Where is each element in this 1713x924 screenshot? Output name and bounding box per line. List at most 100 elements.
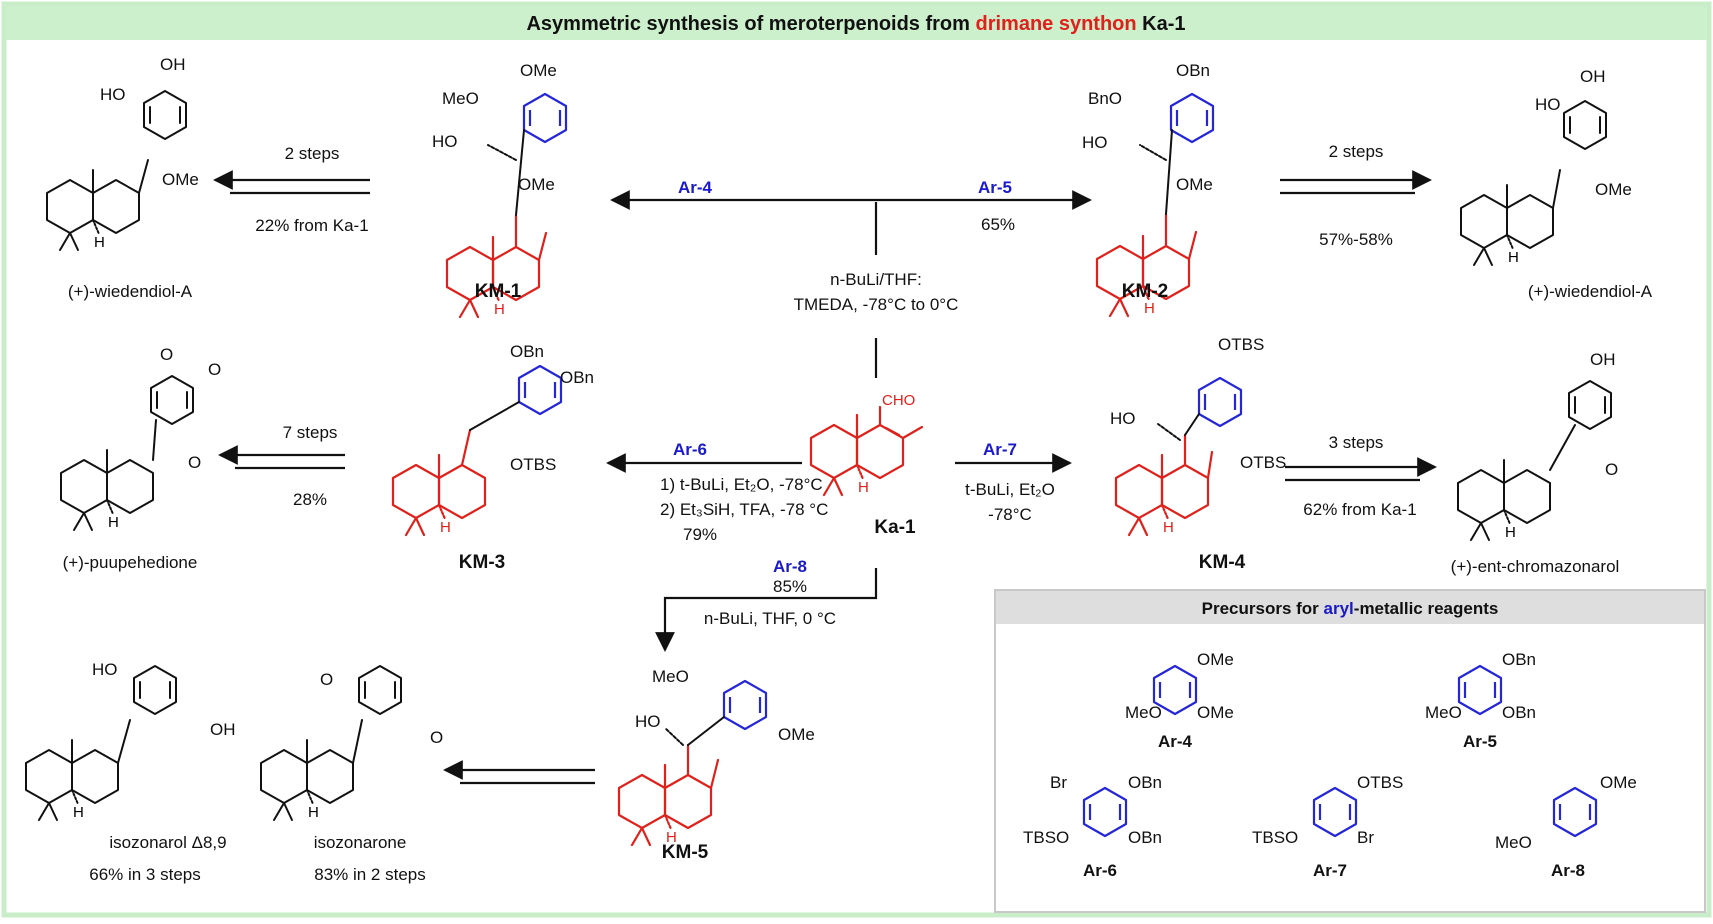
product-isozonarol-yield: 66% in 3 steps [89,865,201,884]
product-wiedendiol-a-right: (+)-wiedendiol-A [1528,282,1653,301]
ar7-cond2: -78°C [988,505,1032,524]
svg-text:OMe: OMe [1197,703,1234,722]
svg-text:OH: OH [210,720,236,739]
ka1-structure: CHO [809,392,924,498]
svg-text:MeO: MeO [1125,703,1162,722]
svg-text:OMe: OMe [1176,175,1213,194]
svg-text:MeO: MeO [442,89,479,108]
km1-label: KM-1 [475,281,522,302]
precursors-panel-header [996,591,1704,624]
svg-text:O: O [1605,460,1618,479]
ar6-cond1: 1) t-BuLi, Et₂O, -78°C [660,475,823,494]
ar8-yield: 85% [773,577,807,596]
svg-text:O: O [160,345,173,364]
km4-yield: 62% from Ka-1 [1303,500,1416,519]
ka1-aldehyde-label: CHO [882,392,915,409]
km2-label: KM-2 [1122,281,1168,302]
km3-steps: 7 steps [283,423,338,442]
product-isozonarone-yield: 83% in 2 steps [314,865,426,884]
isozonarone-structure: O O [260,665,443,822]
cond-top-line2: TMEDA, -78°C to 0°C [794,295,959,314]
svg-text:OBn: OBn [510,342,544,361]
precursors-panel [994,589,1706,913]
svg-text:O: O [430,728,443,747]
svg-text:HO: HO [1082,133,1108,152]
km2-structure: HO BnO OBn OMe [1082,61,1215,319]
cond-top-line1: n-BuLi/THF: [830,270,922,289]
ar6-structure: Br OBn TBSO OBn [1023,773,1162,847]
svg-text:OMe: OMe [162,170,199,189]
precursors-header: Precursors for aryl-metallic reagents [1202,599,1499,618]
svg-text:OTBS: OTBS [1218,335,1264,354]
svg-text:O: O [188,453,201,472]
svg-text:Br: Br [1357,828,1374,847]
km3-yield: 28% [293,490,327,509]
ar6-yield: 79% [683,525,717,544]
ar4-structure: OMe MeO OMe [1125,650,1234,722]
km4-steps: 3 steps [1329,433,1384,452]
svg-text:O: O [208,360,221,379]
svg-text:OH: OH [160,55,186,74]
svg-text:OBn: OBn [560,368,594,387]
svg-text:MeO: MeO [652,667,689,686]
svg-text:OMe: OMe [778,725,815,744]
ar6-label: Ar-6 [1083,861,1117,880]
ar8-arrow [655,568,878,652]
ar7-label: Ar-7 [1313,861,1347,880]
svg-text:BnO: BnO [1088,89,1122,108]
ar4-label: Ar-4 [1158,732,1193,751]
label-ar8: Ar-8 [773,557,807,576]
wiedendiol-a-left-structure: HO OH OMe [46,55,199,252]
km1-yield: 22% from Ka-1 [255,216,368,235]
svg-text:OH: OH [1580,67,1606,86]
km5-structure: HO MeO OMe [617,667,815,848]
svg-text:OTBS: OTBS [1240,453,1286,472]
svg-text:OBn: OBn [1128,828,1162,847]
label-ar7: Ar-7 [983,440,1017,459]
svg-text:OMe: OMe [520,61,557,80]
km3-label: KM-3 [459,552,505,573]
label-ar5: Ar-5 [978,178,1012,197]
ent-chromazonarol-structure: O OH [1457,350,1618,542]
svg-text:OBn: OBn [1128,773,1162,792]
svg-text:MeO: MeO [1495,833,1532,852]
ar8-structure: OMe MeO [1495,773,1637,852]
svg-text:MeO: MeO [1425,703,1462,722]
svg-text:OMe: OMe [1595,180,1632,199]
svg-text:OTBS: OTBS [1357,773,1403,792]
product-isozonarol: isozonarol Δ8,9 [109,833,226,852]
svg-text:OBn: OBn [1502,650,1536,669]
km3-structure: OBn OBn OTBS [391,342,594,538]
ar8-cond: n-BuLi, THF, 0 °C [704,609,836,628]
svg-text:HO: HO [92,660,118,679]
km5-label: KM-5 [662,842,709,863]
ar5-label: Ar-5 [1463,732,1497,751]
ar5-yield: 65% [981,215,1015,234]
svg-text:OTBS: OTBS [510,455,556,474]
km2-yield: 57%-58% [1319,230,1393,249]
svg-text:OMe: OMe [1197,650,1234,669]
svg-text:OH: OH [1590,350,1616,369]
km1-structure: HO MeO OMe OMe [432,61,568,320]
label-ar4: Ar-4 [678,178,713,197]
puupehedione-structure: O O O [60,345,221,532]
product-ent-chromazonarol: (+)-ent-chromazonarol [1451,557,1620,576]
svg-text:TBSO: TBSO [1023,828,1069,847]
svg-text:HO: HO [100,85,126,104]
km2-steps: 2 steps [1329,142,1384,161]
ar6-cond2: 2) Et₃SiH, TFA, -78 °C [660,500,828,519]
svg-text:OBn: OBn [1502,703,1536,722]
svg-text:O: O [320,670,333,689]
ar7-cond1: t-BuLi, Et₂O [965,480,1055,499]
svg-text:OMe: OMe [518,175,555,194]
svg-text:HO: HO [635,712,661,731]
ar5-structure: OBn MeO OBn [1425,650,1536,722]
product-isozonarone: isozonarone [314,833,407,852]
product-puupehedione: (+)-puupehedione [63,553,198,572]
svg-text:OBn: OBn [1176,61,1210,80]
km4-label: KM-4 [1199,552,1246,573]
label-ar6: Ar-6 [673,440,707,459]
scheme-title: Asymmetric synthesis of meroterpenoids f… [526,13,1185,35]
title-bar [6,6,1707,40]
